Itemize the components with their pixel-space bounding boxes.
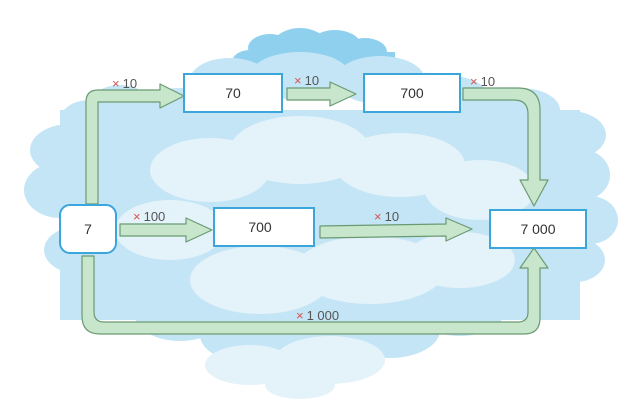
arrow-top-second-to-result [462, 87, 549, 207]
node-top-first-value: 70 [225, 85, 241, 101]
node-top-second-value: 700 [400, 85, 424, 101]
node-result-value: 7 000 [520, 221, 555, 237]
arrow-middle-to-result [319, 217, 473, 242]
arrow-start-to-middle [119, 217, 213, 243]
op-label-start-to-top-first: ×10 [112, 76, 137, 91]
nodes: 7 70 700 700 7 000 [59, 73, 587, 254]
arrow-start-to-top-first [85, 83, 185, 205]
op-label-top-first-to-top-second: ×10 [294, 73, 319, 88]
op-label-start-to-middle: ×100 [133, 209, 165, 224]
arrow-top-first-to-top-second [286, 81, 357, 107]
node-top-first: 70 [183, 73, 283, 113]
node-start: 7 [59, 204, 117, 254]
node-top-second: 700 [363, 73, 461, 113]
op-label-start-to-result: ×1 000 [296, 308, 339, 323]
arrow-start-to-result [81, 247, 549, 335]
node-result: 7 000 [489, 209, 587, 249]
node-middle-value: 700 [248, 219, 272, 235]
op-label-top-second-to-result: ×10 [470, 74, 495, 89]
arrows [81, 81, 549, 335]
node-middle: 700 [213, 207, 315, 247]
node-start-value: 7 [84, 221, 92, 237]
op-label-middle-to-result: ×10 [374, 209, 399, 224]
operation-labels: ×10 ×10 ×10 ×100 ×10 ×1 000 [112, 73, 495, 323]
